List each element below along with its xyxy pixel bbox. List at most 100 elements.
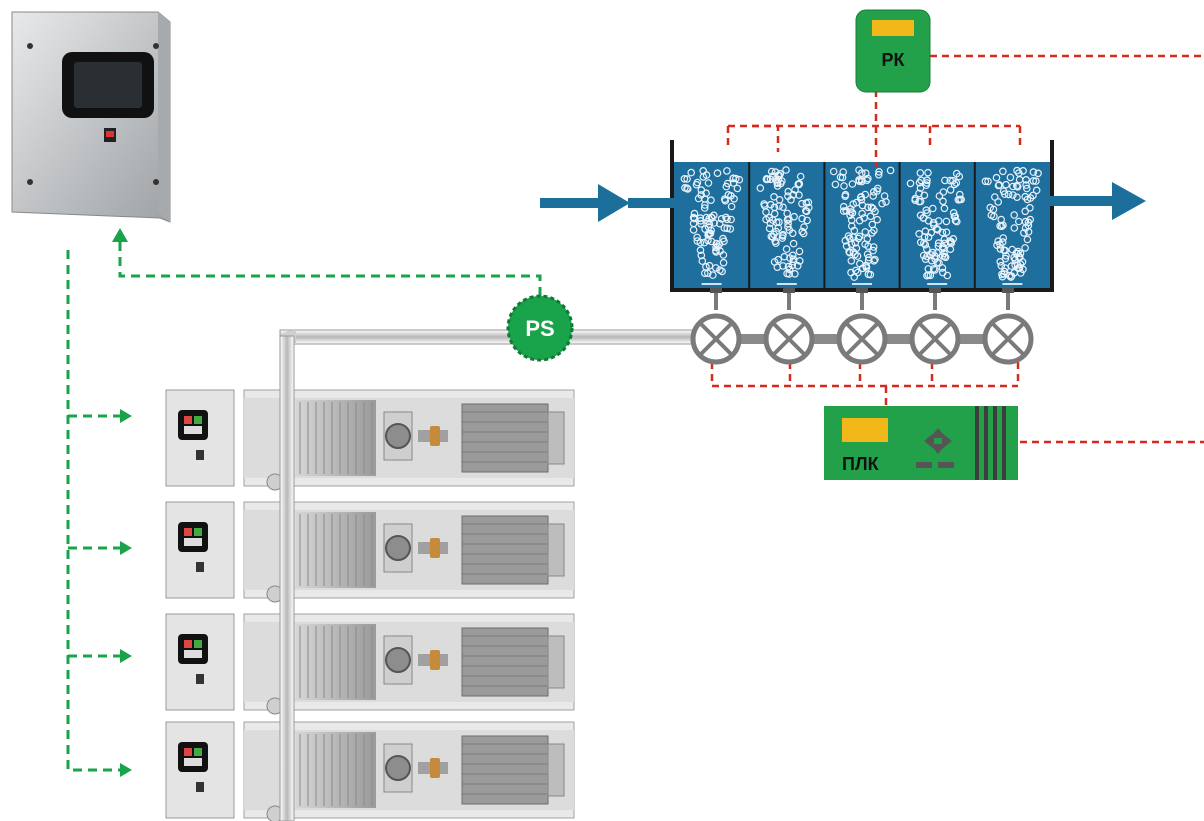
bubble <box>1013 183 1022 191</box>
bubble <box>1002 252 1010 260</box>
arrowhead-right-icon <box>120 409 132 423</box>
bubble <box>716 247 724 255</box>
bubble <box>796 172 805 181</box>
bubble <box>1009 182 1017 191</box>
bubble <box>1019 167 1027 175</box>
bubble <box>951 212 960 221</box>
bubble <box>949 235 958 243</box>
bubble <box>840 182 848 190</box>
bubble-plume <box>756 166 813 285</box>
bubble <box>803 216 811 225</box>
main-control-cabinet <box>11 11 171 223</box>
bubble <box>690 214 699 223</box>
bubble <box>700 195 709 203</box>
bubble <box>923 176 931 185</box>
bubble <box>1032 186 1041 195</box>
bubble <box>951 216 960 225</box>
bubble <box>941 176 949 185</box>
bubble <box>1012 182 1021 190</box>
bubble <box>863 235 872 243</box>
bubble <box>692 180 701 189</box>
bubble <box>920 191 929 200</box>
bubble <box>955 190 964 199</box>
bubble <box>939 197 947 206</box>
bubble <box>950 180 959 189</box>
bubble <box>870 256 878 265</box>
bubble <box>784 219 792 228</box>
blower-unit-icon <box>165 613 575 715</box>
bubble <box>789 257 798 266</box>
bubble <box>990 193 999 201</box>
bubble <box>770 230 778 239</box>
blower-unit-icon <box>165 501 575 603</box>
bubble <box>853 252 862 260</box>
dpad-icon <box>916 428 954 468</box>
bubble <box>994 181 1003 190</box>
bubble <box>697 220 705 228</box>
bubble <box>946 245 955 254</box>
bubble <box>1013 249 1021 258</box>
bubble <box>932 225 941 233</box>
bubble <box>712 243 720 252</box>
silencer <box>296 732 376 808</box>
bubble <box>784 223 792 231</box>
bubble <box>794 180 803 189</box>
bubble <box>779 262 787 270</box>
bubble <box>873 187 881 195</box>
bubble <box>775 202 783 210</box>
bubble <box>916 184 925 192</box>
butterfly-valve-icon <box>763 288 815 365</box>
bubble <box>924 265 933 273</box>
bubble <box>1029 191 1037 200</box>
bubble <box>798 214 806 223</box>
bubble <box>800 223 808 231</box>
motor <box>461 515 549 585</box>
blower-head <box>385 647 411 673</box>
bubble <box>756 184 765 192</box>
motor <box>461 403 549 473</box>
bubble <box>704 179 713 187</box>
bubble <box>915 178 924 187</box>
blower-unit-icon <box>165 389 575 491</box>
bubble <box>922 206 931 215</box>
bubble <box>928 248 937 257</box>
bubble <box>1023 184 1031 193</box>
bubble <box>882 198 890 206</box>
bubble <box>994 198 1003 206</box>
bubble <box>723 167 731 175</box>
pressure-sensor: PS <box>506 294 574 362</box>
bubble <box>929 219 938 227</box>
bubble <box>839 207 848 215</box>
bubble <box>857 196 866 204</box>
bubble <box>1013 193 1021 202</box>
bubble <box>874 170 883 179</box>
butterfly-valve-icon <box>836 288 888 365</box>
bubble <box>855 216 864 225</box>
coupling <box>430 426 440 446</box>
bubble <box>782 166 790 174</box>
bubble <box>770 258 779 266</box>
bubble <box>949 209 958 217</box>
bubble <box>770 193 778 201</box>
bubble <box>850 273 859 281</box>
regulator-label: РК <box>882 50 906 70</box>
bubble <box>681 184 689 192</box>
bubble <box>680 175 689 183</box>
red-signal-lines <box>710 54 1204 444</box>
bubble <box>870 226 878 235</box>
bubble <box>715 219 724 228</box>
bubble <box>1013 261 1022 269</box>
blower-unit-icon <box>165 721 575 821</box>
bubble <box>920 233 929 241</box>
bubble <box>849 248 858 256</box>
bubble <box>946 176 955 185</box>
bubble <box>855 176 863 184</box>
bubble <box>1029 177 1038 185</box>
bubble <box>858 264 867 273</box>
silencer <box>296 624 376 700</box>
air-riser-pipe <box>279 335 295 821</box>
bubble <box>842 207 851 215</box>
bubble <box>689 213 698 222</box>
bubble <box>1006 173 1015 182</box>
bubble <box>798 199 806 208</box>
